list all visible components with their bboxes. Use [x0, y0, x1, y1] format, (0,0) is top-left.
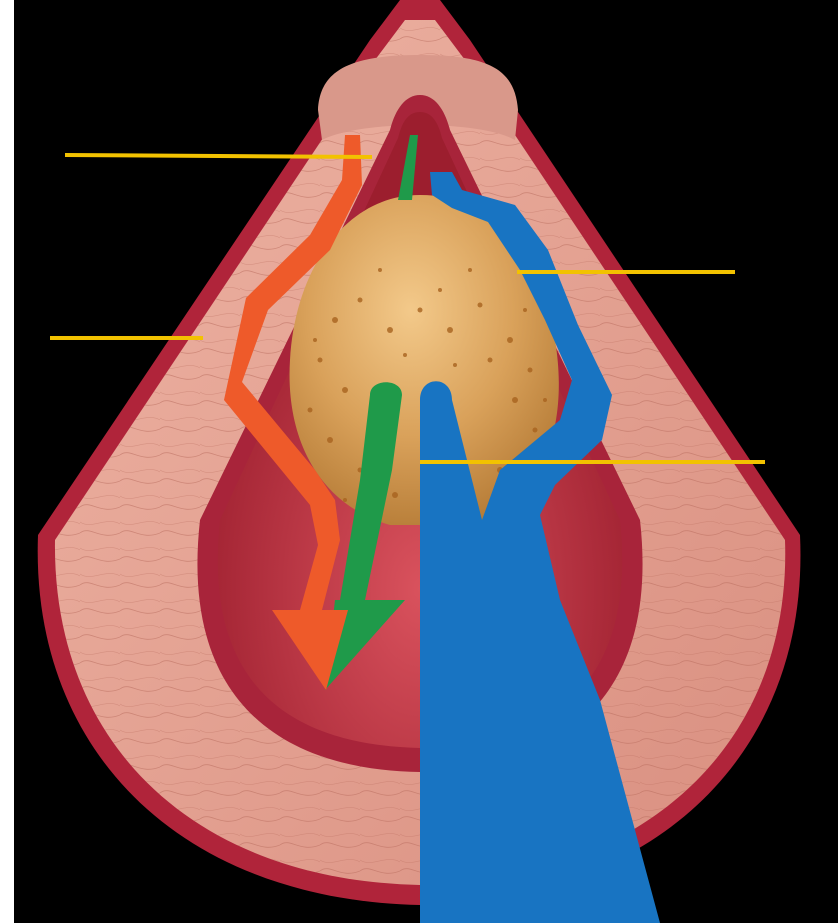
leader-line-1 [65, 155, 372, 157]
